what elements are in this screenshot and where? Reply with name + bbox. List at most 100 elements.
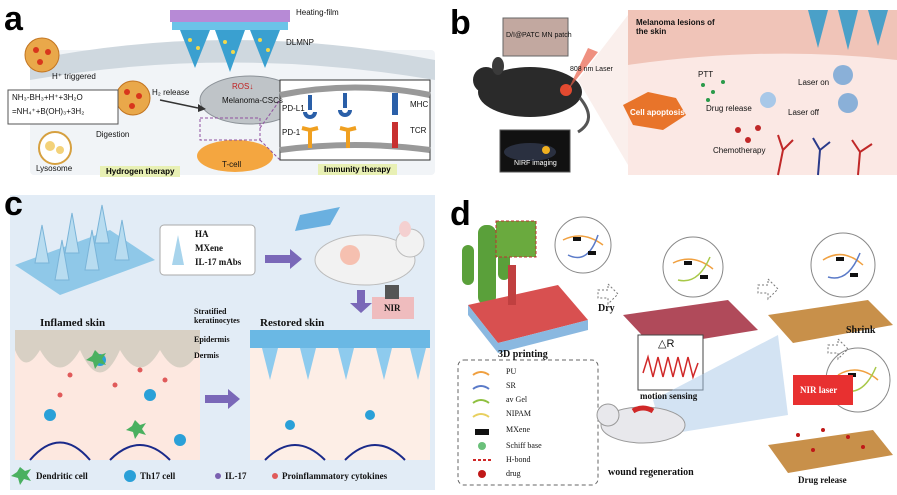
released-drug — [796, 428, 865, 452]
cytokines — [57, 367, 168, 398]
pd-l1-label: PD-L1 — [282, 104, 305, 113]
equation-line-1: NH₃-BH₃+H⁺+3H₂O — [12, 93, 83, 102]
nanoparticle — [833, 65, 853, 85]
legend-mxene: MXene — [195, 243, 223, 253]
applied-patch — [295, 207, 340, 231]
cell-apoptosis-burst — [623, 92, 686, 130]
network-zoom — [554, 216, 612, 274]
dermis-label: Dermis — [194, 351, 219, 360]
il17-icon — [215, 473, 221, 479]
epidermis-label: Epidermis — [194, 335, 230, 344]
legend-pu: PU — [506, 367, 517, 376]
drug-swatch — [478, 470, 486, 478]
restored-patch — [250, 330, 430, 348]
sheet-base — [468, 305, 498, 353]
hydrogen-therapy-tag: Hydrogen therapy — [100, 166, 181, 177]
blood-vessels — [264, 444, 406, 461]
nirf-label: NIRF imaging — [514, 160, 557, 167]
legend-ha: HA — [195, 229, 209, 239]
printed-sheet — [468, 285, 588, 343]
blood-vessel — [777, 134, 794, 176]
mouse-head — [596, 403, 620, 427]
legend-h-bond: H-bond — [506, 455, 531, 464]
legend-sr: SR — [506, 381, 516, 390]
panel-d-diagram — [457, 216, 893, 486]
epidermis-layer — [628, 10, 897, 65]
network-zoom — [810, 232, 876, 298]
lysosome-inner — [45, 141, 55, 151]
microneedle — [250, 30, 280, 68]
print-nozzle — [508, 265, 516, 305]
cactus-trunk — [478, 225, 496, 305]
dlmnp-particles — [188, 38, 270, 54]
ros-label: ROS↓ — [232, 82, 254, 91]
mouse-ear — [399, 221, 411, 237]
drug-release-sheet — [768, 430, 893, 473]
pd-l1-receptors — [303, 93, 398, 119]
inset-connector — [259, 99, 281, 129]
panel-c-diagram — [10, 195, 435, 490]
legend-drug: drug — [506, 469, 521, 478]
dendritic-cells — [86, 350, 146, 439]
schiff-base-swatch — [478, 442, 486, 450]
patch-base — [172, 22, 288, 30]
legend-schiff-base: Schiff base — [506, 441, 542, 450]
melanoma-cscs-label: Melanoma-CSCs — [222, 96, 283, 105]
pd-1-label: PD-1 — [282, 128, 301, 137]
laser-beam — [568, 48, 598, 90]
nir-laser-block — [793, 375, 853, 405]
restored-needles — [262, 348, 426, 380]
digestion-label: Digestion — [96, 130, 130, 139]
delta-r-signal — [642, 354, 699, 380]
printing-label: 3D printing — [498, 349, 548, 360]
laser-spot — [560, 84, 572, 96]
apoptosis-label: Cell apoptosis — [630, 108, 685, 117]
mxene-swatch — [475, 429, 489, 435]
tcr-label: TCR — [410, 126, 427, 135]
arrow-right-icon — [757, 277, 779, 301]
patch-photo — [502, 17, 569, 57]
legend-mxene: MXene — [506, 425, 530, 434]
mouse-head — [473, 67, 499, 93]
patch-needles — [34, 204, 130, 281]
delta-r-label: △R — [658, 338, 675, 350]
blood-vessel — [851, 139, 873, 176]
drug-release-label: Drug release — [706, 104, 752, 113]
legend-needle-icon — [172, 235, 184, 265]
laser-on-label: Laser on — [798, 78, 830, 87]
nir-laser-label: NIR laser — [800, 385, 838, 395]
lysosome-inner — [56, 146, 64, 154]
microneedle — [868, 10, 888, 46]
nir-label: NIR — [384, 303, 401, 313]
legend-box — [457, 359, 599, 486]
dendritic-cell-icon — [11, 467, 31, 485]
arrow-right-icon — [265, 249, 302, 269]
arrow-right-icon — [597, 282, 619, 306]
legend-il17-mabs: IL-17 mAbs — [195, 257, 242, 267]
legend-dendritic-cell: Dendritic cell — [36, 471, 88, 481]
equation-line-2: =NH₄⁺+B(OH)₃+3H₂ — [12, 107, 85, 116]
drug-dots — [701, 80, 725, 102]
heating-film-label: Heating-film — [296, 8, 339, 17]
cytokine-icon — [272, 473, 278, 479]
stratified-label: Stratified keratinocytes — [194, 307, 240, 325]
panel-a: a Heating-film DLMNP H⁺ triggered NH₃-BH… — [0, 0, 440, 180]
nir-beam — [372, 297, 414, 319]
cell-membrane-top — [279, 84, 431, 98]
legend-swatches — [472, 371, 490, 418]
dlmnp-label: DLMNP — [286, 38, 315, 47]
th17-cell-icon — [124, 470, 136, 482]
panel-label-d: d — [450, 195, 471, 233]
nir-source — [385, 285, 399, 299]
t-cell-label: T-cell — [222, 160, 242, 169]
inflamed-spot — [340, 245, 360, 265]
heating-film — [170, 10, 290, 22]
immunity-therapy-tag: Immunity therapy — [318, 164, 397, 175]
shrunk-sheet — [768, 300, 893, 343]
projection-beam — [653, 335, 788, 435]
ptt-label: PTT — [698, 70, 714, 79]
panel-d: d 3D printing Dry Shrink △R motion sensi… — [448, 185, 897, 495]
microneedle — [808, 10, 828, 48]
network-zoom — [662, 236, 724, 298]
panel-c: c HA MXene IL-17 mAbs Inflamed skin Rest… — [0, 185, 440, 495]
